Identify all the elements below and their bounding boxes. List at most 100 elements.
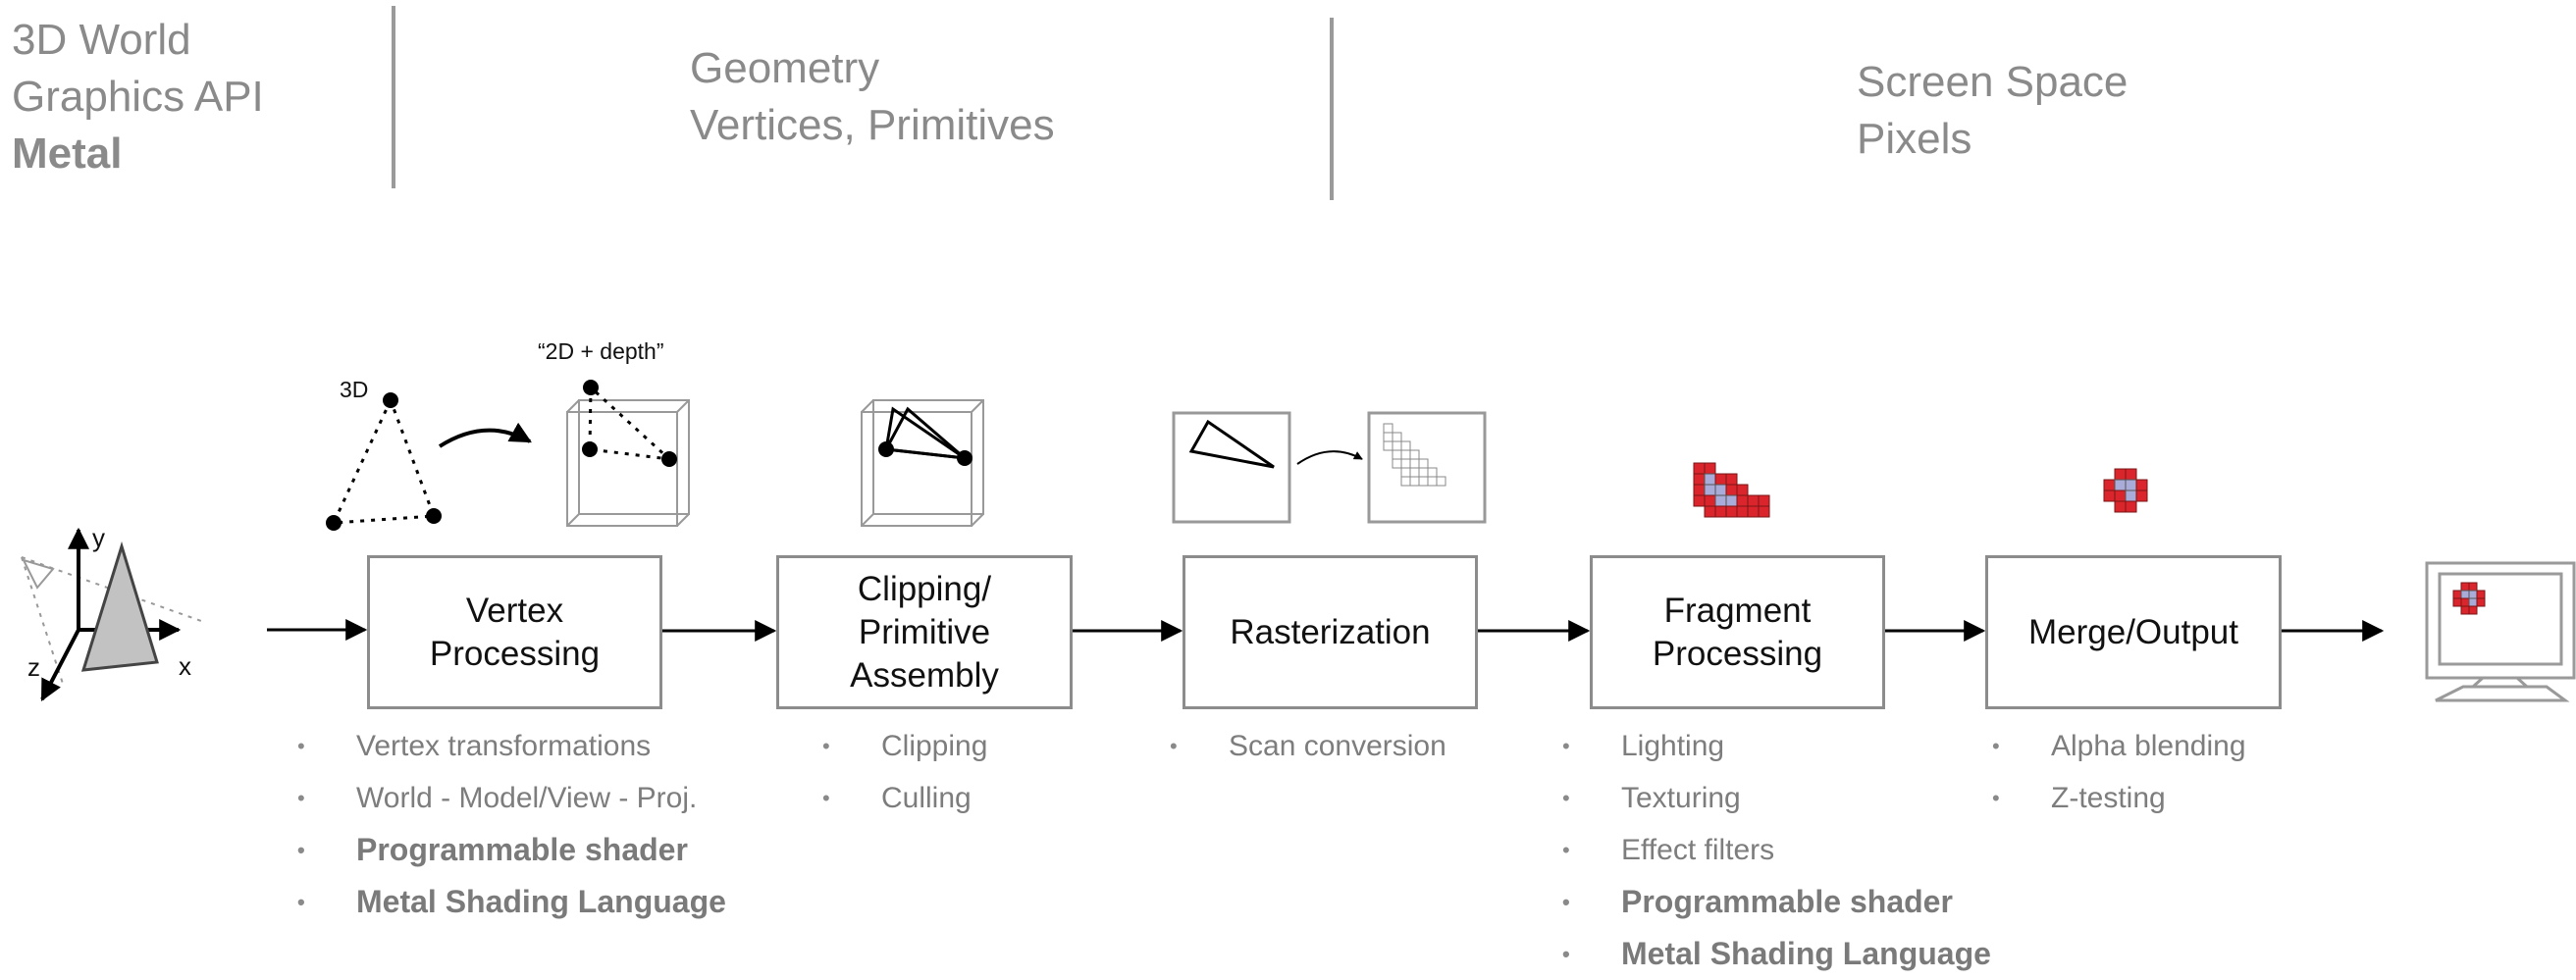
pixel-cell <box>1392 440 1402 451</box>
pixel-cell <box>1409 476 1420 487</box>
pixel-cell <box>2468 605 2478 615</box>
pixel-cell <box>1427 476 1438 487</box>
raster-grid-icon <box>1367 411 1487 524</box>
pixel-cell <box>1693 473 1706 486</box>
header-divider-1 <box>392 6 395 188</box>
stage-box-vertex-processing: Vertex Processing <box>367 555 662 709</box>
axis-z-label: z <box>27 652 40 682</box>
pixel-cell <box>2125 500 2137 513</box>
pixel-cell <box>1725 494 1738 507</box>
pixel-cell <box>2452 597 2462 607</box>
header-left-line2: Graphics API <box>12 73 264 121</box>
pixel-cell <box>1409 467 1420 478</box>
pixel-cell <box>1704 473 1716 486</box>
bullet-item: Scan conversion <box>1170 720 1446 772</box>
pixel-cell <box>1758 505 1770 518</box>
raster-triangle-icon <box>1172 411 1291 524</box>
stage-label-line1: Rasterization <box>1230 612 1431 651</box>
pixel-cell <box>2460 597 2470 607</box>
header-left-line1: 3D World <box>12 16 191 64</box>
pixel-cell <box>2114 479 2127 491</box>
header-right-line1: Screen Space <box>1857 58 2129 106</box>
pixel-cell <box>1400 449 1411 460</box>
pixel-cell <box>2476 590 2486 599</box>
pixel-cell <box>2460 582 2470 592</box>
pixel-cell <box>2103 490 2116 502</box>
pixel-cell <box>1693 462 1706 475</box>
stage-box-fragment-processing: Fragment Processing <box>1590 555 1885 709</box>
bullet-item: Metal Shading Language <box>1562 928 1991 980</box>
bullet-item: Programmable shader <box>297 824 726 876</box>
label-3d: 3D <box>340 377 369 402</box>
pixel-cell <box>1704 462 1716 475</box>
stage-label-line3: Assembly <box>850 655 999 695</box>
bullet-item: Culling <box>822 772 987 824</box>
pixel-cell <box>2476 597 2486 607</box>
pixel-cell <box>1704 494 1716 507</box>
pixel-cell <box>1758 494 1770 507</box>
stage-label-line1: Merge/Output <box>2028 612 2238 651</box>
stage-label-line2: Processing <box>1652 634 1823 673</box>
bullets-rasterization: Scan conversion <box>1170 720 1446 772</box>
pixel-cell <box>2460 605 2470 615</box>
pixel-cell <box>1736 505 1749 518</box>
bullet-item: Lighting <box>1562 720 1991 772</box>
pixel-cell <box>1409 458 1420 469</box>
stage-label-line1: Vertex <box>465 591 564 630</box>
pixel-cell <box>1714 494 1727 507</box>
header-left-line3: Metal <box>12 129 123 178</box>
bullet-item: Z-testing <box>1992 772 2246 824</box>
pixel-cell <box>2114 468 2127 481</box>
header-divider-2 <box>1330 18 1334 200</box>
header-mid-line1: Geometry <box>690 44 880 92</box>
pixel-cell <box>1693 494 1706 507</box>
stage-label-line2: Processing <box>429 634 601 673</box>
header-mid-line2: Vertices, Primitives <box>690 101 1055 149</box>
bullets-clipping: Clipping Culling <box>822 720 987 824</box>
axes-triangle-icon <box>21 527 202 701</box>
bullets-merge-output: Alpha blending Z-testing <box>1992 720 2246 824</box>
header-left: 3D World Graphics API Metal <box>12 12 264 182</box>
pixel-cell <box>2468 590 2478 599</box>
pixel-cell <box>2460 590 2470 599</box>
bullet-item: Programmable shader <box>1562 876 1991 928</box>
pixel-cell <box>1383 423 1393 434</box>
pixel-cell <box>2125 490 2137 502</box>
curved-arrow-icon <box>438 422 532 448</box>
pixel-cell <box>1747 505 1760 518</box>
pixel-cell <box>1409 449 1420 460</box>
bullet-item: Clipping <box>822 720 987 772</box>
pixel-cell <box>1400 467 1411 478</box>
depth-box-icon <box>566 380 690 527</box>
pixel-cell <box>1725 484 1738 496</box>
pixel-cell <box>2125 479 2137 491</box>
stage-box-merge-output: Merge/Output <box>1985 555 2282 709</box>
header-middle: Geometry Vertices, Primitives <box>690 40 1055 154</box>
pixel-cell <box>2468 582 2478 592</box>
header-right-line2: Pixels <box>1857 115 1972 163</box>
axis-x-label: x <box>179 651 191 681</box>
pixel-cell <box>1736 494 1749 507</box>
bullet-item: Vertex transformations <box>297 720 726 772</box>
merge-pixels-icon <box>2103 468 2148 513</box>
pixel-cell <box>2125 468 2137 481</box>
pixel-cell <box>1736 484 1749 496</box>
pixel-cell <box>1704 484 1716 496</box>
pixel-cell <box>1392 458 1402 469</box>
vertex-3d-icon <box>326 392 442 531</box>
pixel-cell <box>1436 476 1446 487</box>
pixel-cell <box>1418 476 1429 487</box>
pixel-cell <box>1714 473 1727 486</box>
bullet-item: Metal Shading Language <box>297 876 726 928</box>
pixel-cell <box>1418 458 1429 469</box>
bullets-vertex-processing: Vertex transformations World - Model/Vie… <box>297 720 726 928</box>
header-right: Screen Space Pixels <box>1857 54 2128 168</box>
pixel-cell <box>2114 490 2127 502</box>
pixel-cell <box>1383 440 1393 451</box>
pixel-cell <box>2135 490 2148 502</box>
pixel-cell <box>1714 484 1727 496</box>
label-2d-depth: “2D + depth” <box>538 338 664 364</box>
pixel-cell <box>1392 449 1402 460</box>
pixel-cell <box>2468 597 2478 607</box>
bullet-item: World - Model/View - Proj. <box>297 772 726 824</box>
